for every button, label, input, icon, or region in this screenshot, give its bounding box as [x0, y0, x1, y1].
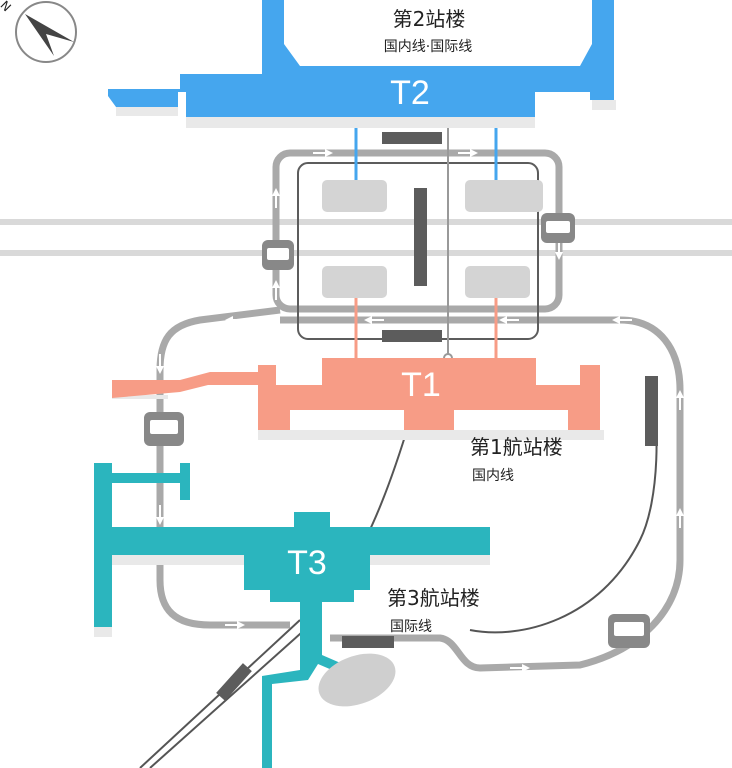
parking-areas	[322, 180, 543, 298]
terminal-3-name: 第3航站楼	[387, 586, 480, 610]
terminal-2-code: T2	[390, 74, 430, 112]
terminal-1-building	[112, 358, 604, 440]
terminal-3-code: T3	[287, 544, 327, 582]
compass-north-label: N	[0, 0, 14, 14]
terminal-2-building	[108, 0, 616, 128]
t3-apron	[318, 653, 396, 707]
access-road	[156, 306, 684, 672]
terminal-1-name: 第1航站楼	[470, 435, 563, 459]
terminal-3-building	[94, 463, 490, 768]
bus-stop-icon	[144, 213, 650, 648]
direction-arrows	[156, 149, 684, 672]
track-segments	[216, 132, 658, 701]
terminal-2-subtitle: 国内线·国际线	[384, 39, 472, 55]
terminal-2-name: 第2站楼	[393, 7, 466, 31]
terminal-3-subtitle: 国际线	[390, 619, 432, 635]
terminal-1-code: T1	[401, 366, 441, 404]
terminal-1-subtitle: 国内线	[472, 468, 514, 484]
compass-icon	[15, 1, 77, 63]
highway	[0, 219, 732, 256]
